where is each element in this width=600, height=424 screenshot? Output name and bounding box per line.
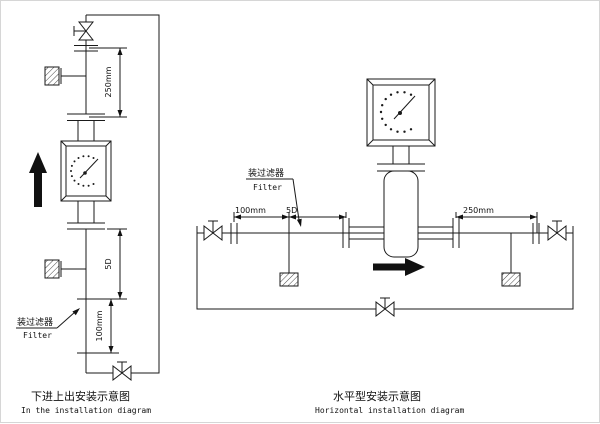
dimension-250mm: 250mm: [89, 47, 127, 118]
bypass-valve-icon: [375, 297, 395, 318]
meter-body: [383, 170, 419, 258]
flow-direction-right-arrow: [373, 258, 425, 276]
flange: [532, 223, 540, 244]
filter-label-cn: 装过滤器: [248, 167, 284, 179]
dimension-label: 100mm: [95, 310, 104, 341]
gauge-dial: [379, 91, 416, 133]
left-shutoff-valve-icon: [203, 220, 223, 242]
right-caption-cn: 水平型安装示意图: [333, 389, 421, 403]
dimension-label: 5D: [104, 258, 113, 269]
pipe-support: [501, 233, 521, 287]
dimension-5d: 5D: [77, 228, 127, 300]
vertical-installation-diagram: 250mm: [16, 14, 160, 415]
dimension-label: 100mm: [235, 206, 266, 215]
flow-meter-horizontal: [366, 78, 436, 258]
support-block: [501, 272, 521, 287]
dimension-label: 5D: [286, 206, 297, 215]
gauge-needle: [393, 95, 416, 120]
left-caption-cn: 下进上出安装示意图: [31, 389, 130, 403]
meter-outlet-flange: [452, 218, 460, 248]
gauge-pivot: [83, 171, 87, 175]
lower-tap: [44, 259, 86, 279]
meter-inlet-flange: [342, 218, 350, 248]
drain-valve-icon: [112, 361, 132, 382]
right-shutoff-valve-icon: [547, 220, 567, 242]
upper-tap: [44, 66, 86, 86]
support-block: [279, 272, 299, 287]
support-block: [44, 259, 60, 279]
horizontal-installation-diagram: 100mm 5D 250mm: [196, 78, 574, 415]
gauge-dial: [70, 155, 99, 187]
filter-label-cn: 装过滤器: [17, 316, 53, 328]
filter-label-en: Filter: [23, 331, 52, 340]
filter-callout: 装过滤器 Filter: [16, 308, 80, 340]
left-caption-en: In the installation diagram: [21, 406, 151, 415]
leader-arrowhead: [72, 308, 80, 316]
flow-direction-up-arrow: [29, 152, 47, 207]
dimension-label: 250mm: [463, 206, 494, 215]
upper-flange: [74, 45, 98, 52]
outlet-valve-icon: [73, 21, 95, 41]
gauge-pivot: [398, 111, 402, 115]
flow-meter-vertical: [60, 113, 112, 230]
filter-callout: 装过滤器 Filter: [246, 167, 302, 227]
flange: [230, 223, 238, 244]
right-caption-en: Horizontal installation diagram: [315, 406, 464, 415]
pipe-support: [279, 233, 299, 287]
leader-arrowhead: [296, 218, 302, 227]
gauge-needle: [79, 158, 99, 179]
dimension-lines: 100mm 5D 250mm: [233, 206, 538, 233]
dimension-label: 250mm: [104, 66, 113, 97]
dimension-100mm: 100mm: [77, 299, 119, 354]
support-block: [44, 66, 60, 86]
filter-label-en: Filter: [253, 183, 282, 192]
